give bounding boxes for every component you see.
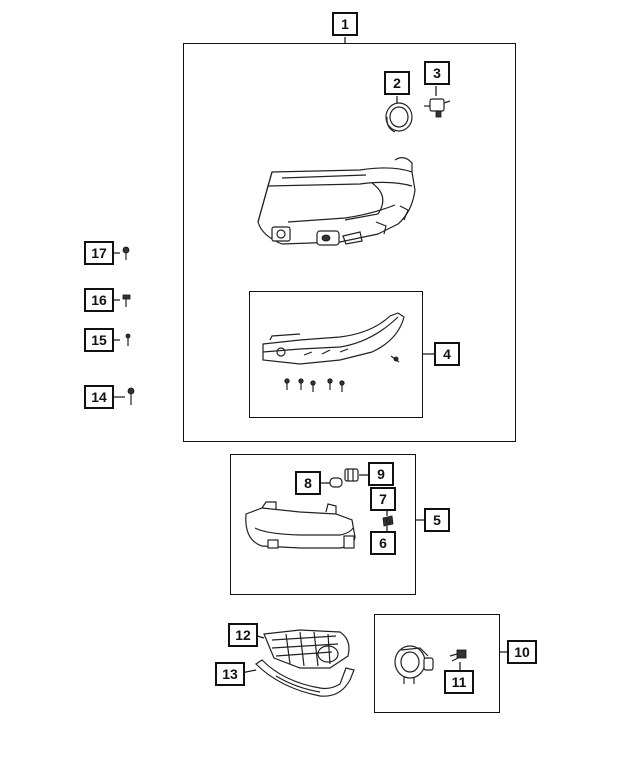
callout-17: 17 <box>84 241 114 265</box>
side-marker-frame <box>230 454 416 595</box>
callout-11: 11 <box>444 670 474 694</box>
fog-lamp-grille-drawing <box>263 629 350 669</box>
callout-2: 2 <box>384 71 410 95</box>
fastener-16-drawing <box>122 294 131 307</box>
callout-8: 8 <box>295 471 321 495</box>
fog-lamp-frame <box>374 614 500 713</box>
callout-6: 6 <box>370 531 396 555</box>
marker-bulb-drawing <box>326 477 343 488</box>
callout-5: 5 <box>424 508 450 532</box>
callout-12: 12 <box>228 623 258 647</box>
callout-15: 15 <box>84 328 114 352</box>
callout-7: 7 <box>370 487 396 511</box>
fastener-17-drawing <box>122 246 130 260</box>
callout-3: 3 <box>424 61 450 85</box>
callout-13: 13 <box>215 662 245 686</box>
bracket-subframe <box>249 291 423 418</box>
side-marker-lamp-drawing <box>245 501 356 549</box>
bracket-screws-drawing <box>284 378 345 392</box>
callout-9: 9 <box>368 462 394 486</box>
callout-1: 1 <box>332 12 358 36</box>
headlamp-bulb-drawing <box>424 98 451 118</box>
marker-socket-drawing <box>344 468 359 482</box>
marker-clip-drawing <box>382 515 394 527</box>
callout-14: 14 <box>84 385 114 409</box>
callout-16: 16 <box>84 288 114 312</box>
fog-bulb-drawing <box>449 649 467 662</box>
fog-lamp-drawing <box>394 645 434 684</box>
callout-10: 10 <box>507 640 537 664</box>
mounting-bracket-drawing <box>262 312 405 365</box>
headlamp-assembly-frame <box>183 43 516 442</box>
fastener-14-drawing <box>127 387 135 405</box>
bulb-cap-drawing <box>385 102 413 133</box>
headlamp-drawing <box>257 157 416 246</box>
fastener-15-drawing <box>125 333 131 346</box>
bezel-trim-drawing <box>255 659 355 697</box>
callout-4: 4 <box>434 342 460 366</box>
